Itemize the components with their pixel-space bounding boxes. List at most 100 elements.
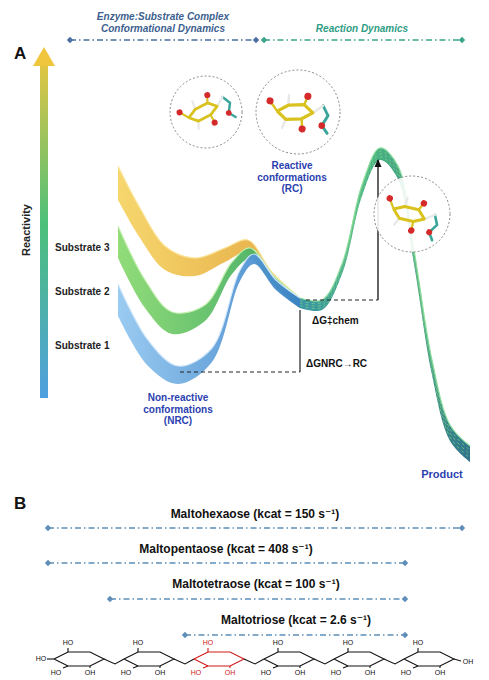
substrate-label: Substrate 3: [55, 242, 109, 254]
compound-label: Maltotetraose (kcat = 100 s⁻¹): [172, 578, 339, 592]
oxygen-atom: [298, 125, 306, 133]
substrate1-ribbon-edge: [118, 254, 300, 366]
atom-label: OH: [463, 658, 474, 666]
atom-label: HO: [343, 639, 354, 647]
phase-label: Reaction Dynamics: [316, 23, 408, 35]
substituent-bond: [63, 666, 68, 668]
inset-circle: [374, 176, 450, 252]
substituent-bond: [417, 648, 418, 652]
nrc-gap-line: [299, 310, 300, 372]
molecule-model: [262, 86, 333, 137]
range-line: [264, 39, 462, 40]
axis-label: Reactivity: [20, 204, 33, 256]
oxygen-atom: [407, 226, 416, 235]
substrate-span: [48, 527, 462, 528]
atom-label: OH: [225, 669, 236, 677]
panel-letter: A: [14, 44, 26, 64]
substrate-label: Substrate 2: [55, 286, 109, 298]
state-label: Non-reactive conformations (NRC): [133, 392, 223, 427]
atom-label: HO: [401, 669, 412, 677]
nrc-level-line: [180, 372, 300, 373]
substituent-bond: [89, 666, 90, 668]
atom-label: HO: [203, 639, 214, 647]
substrate-span: [48, 562, 405, 563]
substituent-bond: [133, 666, 138, 668]
molecule-bond: [424, 212, 435, 223]
inset-circle: [256, 70, 340, 154]
atom-label: OH: [435, 669, 446, 677]
atom-label: HO: [273, 639, 284, 647]
reactivity-arrow-shaft: [40, 64, 48, 398]
substrate2-ribbon-edge: [118, 226, 300, 313]
inset-circle: [170, 76, 242, 148]
substituent-bond: [47, 658, 54, 659]
compound-label: Maltopentaose (kcat = 408 s⁻¹): [139, 543, 312, 557]
ribbon-stripe: [300, 154, 470, 454]
sugar-ring: [194, 652, 244, 666]
oxygen-atom: [204, 91, 211, 98]
oxygen-atom: [225, 109, 232, 116]
reaction-ribbon-edge: [300, 148, 470, 446]
molecule-model: [377, 185, 446, 243]
atom-label: HO: [261, 669, 272, 677]
oxygen-atom: [386, 194, 395, 203]
substituent-bond: [347, 648, 348, 652]
oxygen-atom: [266, 97, 274, 105]
compound-label: Maltohexaose (kcat = 150 s⁻¹): [171, 508, 340, 522]
phase-label: Enzyme:Substrate Complex Conformational …: [68, 11, 258, 34]
atom-label: HO: [133, 639, 144, 647]
molecule-ring: [276, 100, 314, 124]
oxygen-atom: [211, 119, 218, 126]
sugar-ring: [404, 652, 454, 666]
substituent-bond: [299, 666, 300, 668]
substituent-bond: [413, 666, 418, 668]
atom-label: HO: [191, 669, 202, 677]
oxygen-atom: [318, 122, 326, 130]
atom-label: HO: [121, 669, 132, 677]
substituent-bond: [273, 666, 278, 668]
oxygen-atom: [420, 199, 429, 208]
oxygen-atom: [176, 109, 183, 116]
substrate1-ribbon: [118, 254, 300, 384]
glycosidic-bond: [244, 659, 264, 664]
substituent-bond: [369, 666, 370, 668]
substituent-bond: [207, 648, 208, 652]
substituent-bond: [137, 648, 138, 652]
glycosidic-bond: [384, 659, 404, 664]
glycosidic-bond: [174, 659, 194, 664]
oxygen-atom: [304, 92, 312, 100]
glycosidic-bond: [314, 659, 334, 664]
atom-label: OH: [365, 669, 376, 677]
atom-label: OH: [155, 669, 166, 677]
sugar-ring: [264, 652, 314, 666]
molecule-chain: [318, 106, 331, 134]
substituent-bond: [203, 666, 208, 668]
state-label: Reactive conformations (RC): [250, 160, 334, 195]
substituent-bond: [229, 666, 230, 668]
panel-letter: B: [14, 494, 26, 514]
sugar-ring: [54, 652, 104, 666]
substituent-bond: [454, 659, 461, 661]
substituent-bond: [343, 666, 348, 668]
substituent-bond: [159, 666, 160, 668]
molecule-model: [173, 87, 236, 135]
glycosidic-bond: [104, 659, 124, 664]
atom-label: HO: [331, 669, 342, 677]
atom-label: OH: [85, 669, 96, 677]
substituent-bond: [67, 648, 68, 652]
ribbon-stripe: [300, 151, 470, 450]
rc-level-line: [306, 300, 378, 301]
atom-label: HO: [36, 655, 47, 663]
substituent-bond: [439, 666, 440, 668]
atom-label: HO: [63, 639, 74, 647]
reactivity-arrow-head: [33, 47, 55, 66]
state-label: Product: [421, 468, 463, 481]
substrate-span: [110, 598, 405, 599]
energy-label: ΔGNRC→RC: [306, 358, 367, 370]
sugar-ring: [334, 652, 384, 666]
substituent-bond: [277, 648, 278, 652]
sugar-ring: [124, 652, 174, 666]
substrate-span: [185, 634, 405, 635]
